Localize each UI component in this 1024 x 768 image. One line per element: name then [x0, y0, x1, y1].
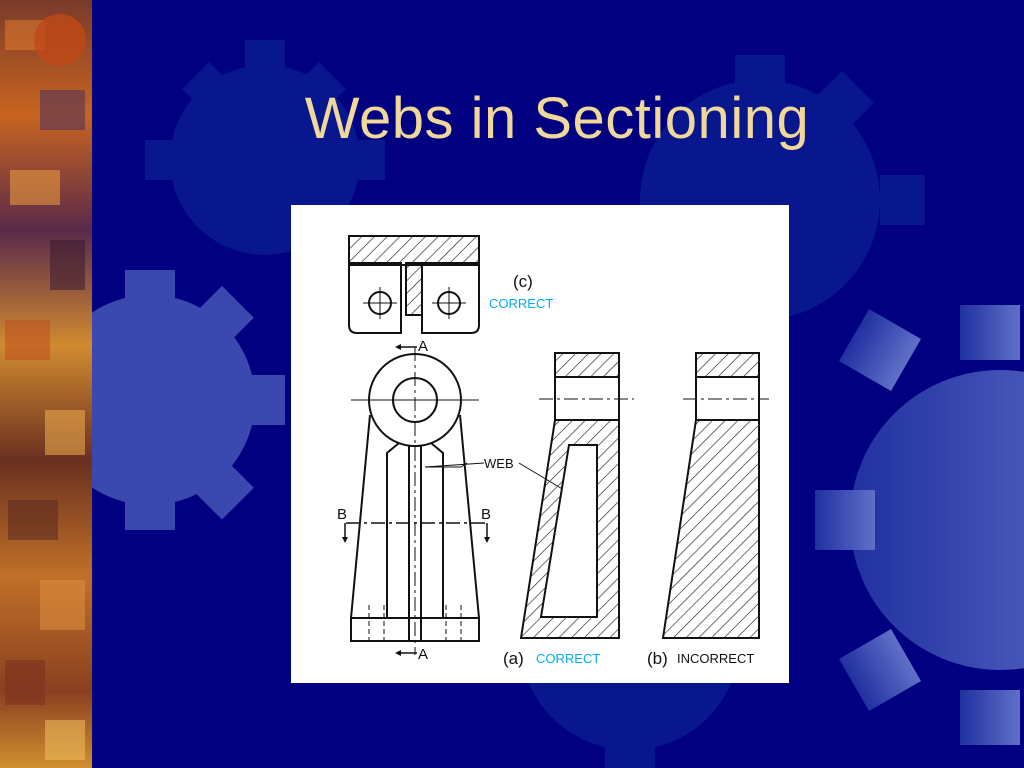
section-a-bottom: A: [418, 646, 428, 663]
view-b-incorrect: [661, 352, 769, 639]
label-b: (b): [647, 649, 668, 668]
view-c: [348, 235, 480, 334]
section-b-right: B: [481, 506, 491, 523]
section-a-top: A: [418, 338, 428, 355]
web-sectioning-diagram: (c) CORRECT: [291, 205, 789, 683]
label-c: (c): [513, 272, 533, 291]
slide-title: Webs in Sectioning: [304, 86, 810, 151]
view-a-correct: [519, 352, 634, 639]
label-a: (a): [503, 649, 524, 668]
web-label: WEB: [484, 456, 514, 471]
section-b-left: B: [337, 506, 347, 523]
label-b-status: INCORRECT: [677, 651, 754, 666]
view-front: [344, 346, 488, 655]
label-a-status: CORRECT: [536, 651, 600, 666]
label-c-status: CORRECT: [489, 296, 553, 311]
